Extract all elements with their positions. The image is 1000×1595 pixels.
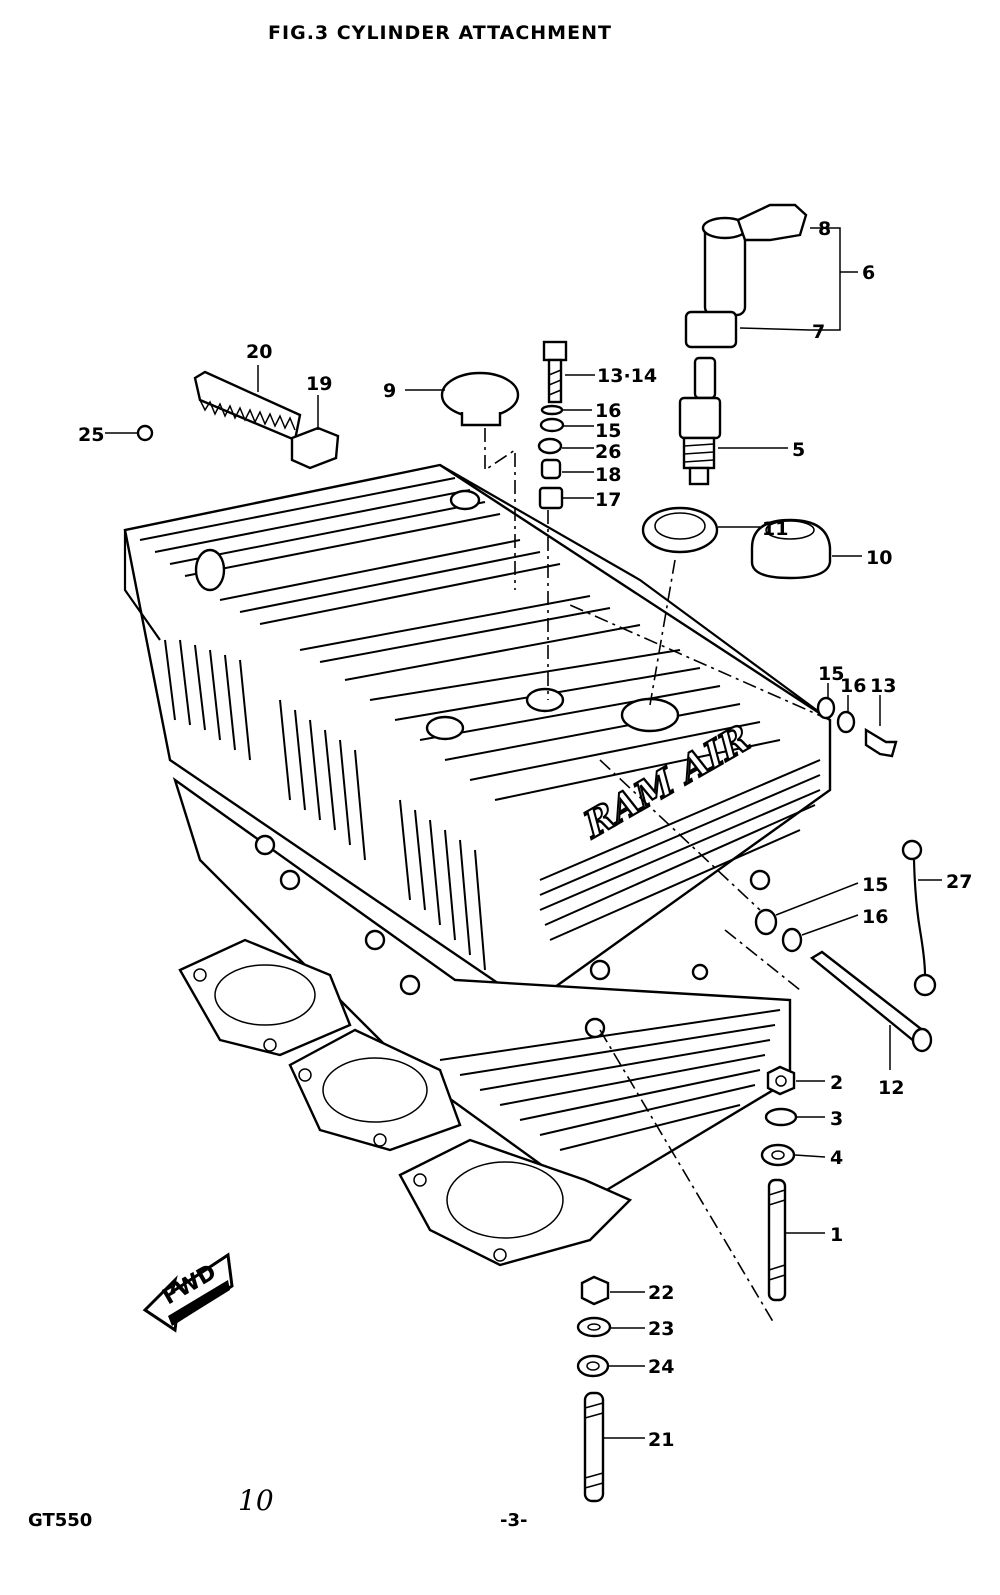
part-27-ground-wire — [901, 839, 937, 997]
forward-direction-arrow: FWD — [142, 1252, 234, 1333]
callout-27: 27 — [946, 871, 972, 893]
leader-lines — [105, 227, 942, 1439]
callout-11: 11 — [762, 518, 788, 540]
callout-15: 15 — [595, 420, 621, 442]
callout-21: 21 — [648, 1429, 674, 1451]
part-19-damper — [290, 426, 340, 470]
callout-labels: 8 6 7 13·14 16 15 26 18 17 5 11 10 9 20 … — [78, 218, 972, 1451]
callout-8: 8 — [818, 218, 831, 240]
part-16-lock-washer — [540, 404, 564, 416]
assembly-center-lines — [484, 428, 831, 1326]
callout-10: 10 — [866, 547, 892, 569]
page-number: -3- — [500, 1510, 528, 1531]
bolt-hole — [425, 715, 465, 741]
part-16-lock-washer-side — [836, 710, 856, 734]
callout-20: 20 — [246, 341, 272, 363]
callout-7: 7 — [812, 321, 825, 343]
part-7-cap-body — [684, 310, 738, 349]
part-23-lock-washer — [576, 1316, 612, 1338]
part-12-long-bolt — [809, 950, 933, 1053]
part-18-dowel — [540, 458, 562, 480]
callout-16-side: 16 — [840, 675, 866, 697]
part-5-spark-plug — [678, 356, 722, 486]
callout-18: 18 — [595, 464, 621, 486]
callout-12: 12 — [878, 1077, 904, 1099]
callout-24: 24 — [648, 1356, 674, 1378]
callout-16: 16 — [595, 400, 621, 422]
part-13-14-bolt — [542, 340, 568, 404]
part-21-stud — [583, 1391, 605, 1503]
callout-6: 6 — [862, 262, 875, 284]
part-6-plug-cap-assembly — [684, 203, 808, 349]
part-15-washer-side — [816, 696, 836, 720]
part-22-nut — [580, 1275, 610, 1306]
part-13-bolt-side — [864, 727, 898, 758]
callout-13: 13 — [870, 675, 896, 697]
callout-26: 26 — [595, 441, 621, 463]
part-11-plug-seal — [641, 506, 719, 554]
part-26-ring — [537, 437, 563, 455]
callout-15-mid: 15 — [862, 874, 888, 896]
part-1-stud — [767, 1178, 787, 1302]
callout-19: 19 — [306, 373, 332, 395]
part-9-cap — [440, 371, 520, 427]
bolt-hole — [525, 687, 565, 713]
part-20-fin-insulator — [193, 370, 302, 442]
bolt-hole — [449, 489, 481, 511]
base-gaskets — [178, 938, 633, 1267]
plug-hole — [620, 697, 680, 733]
handwritten-note: 10 — [238, 1484, 274, 1517]
part-16-washer-mid — [781, 927, 803, 953]
part-4-washer — [760, 1143, 796, 1167]
figure-title: FIG.3 CYLINDER ATTACHMENT — [268, 22, 612, 44]
part-15-washer-mid — [754, 908, 778, 936]
callout-23: 23 — [648, 1318, 674, 1340]
part-15-washer — [539, 417, 565, 433]
callout-1: 1 — [830, 1224, 843, 1246]
part-2-nut — [766, 1065, 796, 1096]
callout-15-side: 15 — [818, 663, 844, 685]
callout-22: 22 — [648, 1282, 674, 1304]
head-side-fins — [164, 639, 486, 971]
part-10-cover — [750, 518, 832, 580]
part-8-cap-end — [736, 203, 808, 242]
callout-2: 2 — [830, 1072, 843, 1094]
head-cooling-fins — [139, 477, 781, 801]
callout-13-14: 13·14 — [597, 365, 657, 387]
callout-16-mid: 16 — [862, 906, 888, 928]
cylinder-head: RAM AIR — [123, 463, 832, 1007]
bolt-hole — [194, 548, 226, 592]
part-25-plug — [136, 424, 154, 442]
model-code: GT550 — [28, 1510, 93, 1531]
callout-5: 5 — [792, 439, 805, 461]
callout-4: 4 — [830, 1147, 843, 1169]
callout-3: 3 — [830, 1108, 843, 1130]
callout-17: 17 — [595, 489, 621, 511]
part-17-collar — [538, 486, 564, 510]
callout-9: 9 — [383, 380, 396, 402]
part-3-lock-washer — [764, 1107, 798, 1127]
callout-25: 25 — [78, 424, 104, 446]
cylinder-block — [172, 776, 792, 1202]
part-24-washer — [576, 1354, 610, 1378]
